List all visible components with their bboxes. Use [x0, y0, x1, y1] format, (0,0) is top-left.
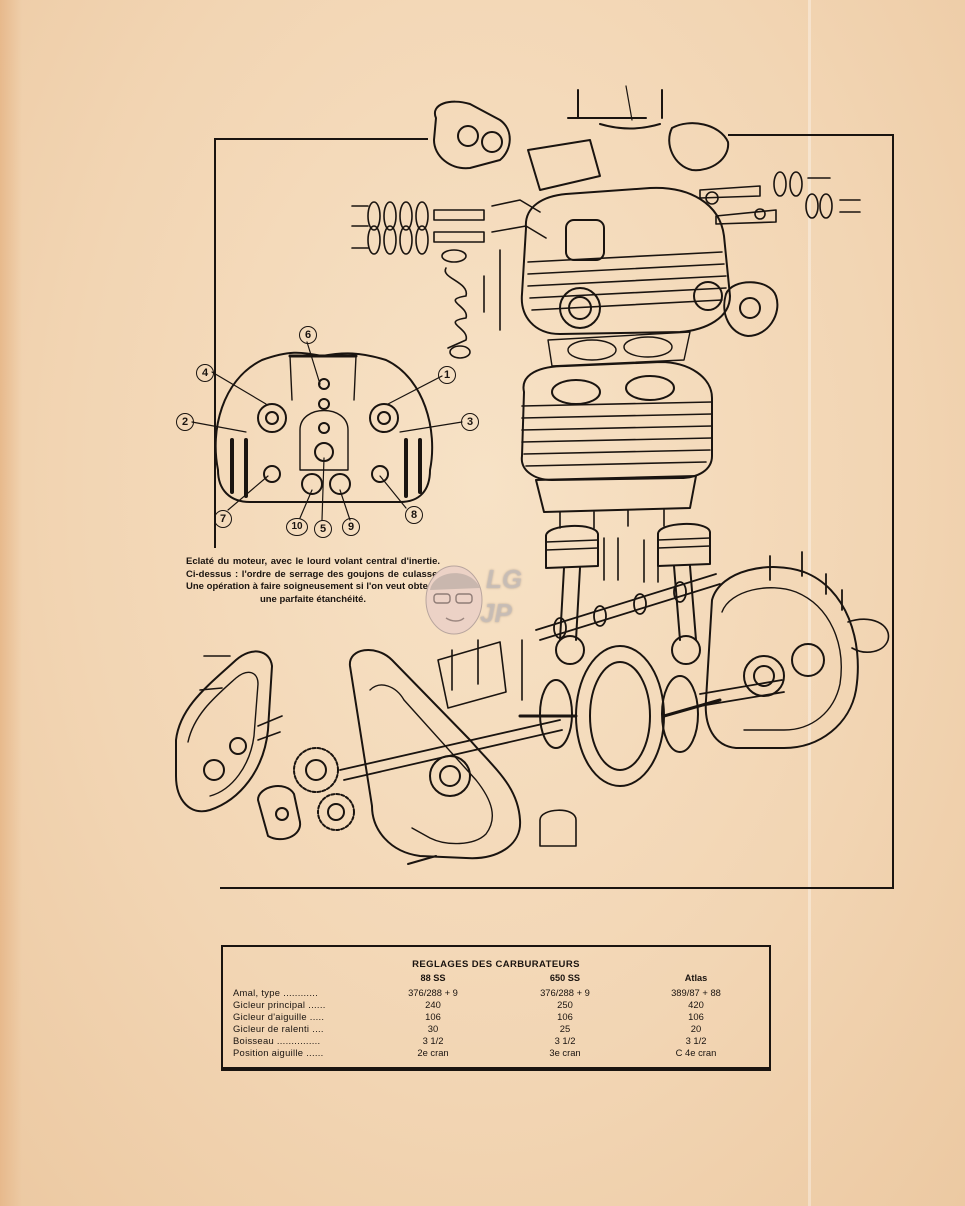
paper-edge	[0, 0, 22, 1206]
cell-atlas: 106	[688, 1011, 704, 1022]
cell-atlas: C 4e cran	[675, 1047, 717, 1058]
crankshaft-flywheel	[518, 645, 785, 787]
column-head-atlas: Atlas	[684, 973, 708, 983]
frame-line-right	[892, 134, 894, 888]
frame-line-bottom	[220, 887, 894, 889]
cell-88ss: 2e cran	[417, 1047, 449, 1058]
cell-atlas: 420	[688, 999, 704, 1010]
cylinder-block	[520, 361, 713, 529]
table-row: Gicleur d'aiguille ..... 106 106 106	[223, 1011, 769, 1023]
figure-caption: Eclaté du moteur, avec le lourd volant c…	[186, 556, 440, 605]
cell-atlas: 20	[690, 1023, 702, 1034]
tightening-number-7: 7	[214, 510, 232, 528]
oil-pump-gears	[257, 747, 437, 865]
timing-cover	[175, 650, 283, 813]
row-label: Gicleur principal ......	[233, 999, 326, 1010]
tightening-number-8: 8	[405, 506, 423, 524]
tightening-number-1: 1	[438, 366, 456, 384]
tightening-number-9: 9	[342, 518, 360, 536]
table-row: Position aiguille ...... 2e cran 3e cran…	[223, 1047, 769, 1059]
tightening-number-3: 3	[461, 413, 479, 431]
row-label: Amal, type ............	[233, 987, 319, 998]
column-head-88ss: 88 SS	[420, 973, 446, 983]
table-row: Gicleur de ralenti .... 30 25 20	[223, 1023, 769, 1035]
watermark-text-lg: LG	[486, 564, 523, 594]
tightening-number-4: 4	[196, 364, 214, 382]
cell-88ss: 30	[427, 1023, 439, 1034]
carburettor-settings-table: REGLAGES DES CARBURATEURS 88 SS 650 SS A…	[221, 945, 771, 1071]
column-head-650ss: 650 SS	[549, 973, 581, 983]
tightening-number-2: 2	[176, 413, 194, 431]
cell-88ss: 240	[425, 999, 441, 1010]
camshaft	[535, 573, 721, 641]
watermark: LG JP	[420, 560, 550, 644]
row-label: Position aiguille ......	[233, 1047, 324, 1058]
leader-lines	[191, 341, 463, 521]
table-title: REGLAGES DES CARBURATEURS	[412, 959, 580, 970]
cell-650ss: 376/288 + 9	[540, 987, 590, 998]
cell-88ss: 3 1/2	[422, 1035, 444, 1046]
crankcase-left	[339, 639, 577, 860]
cell-88ss: 106	[425, 1011, 441, 1022]
cell-atlas: 3 1/2	[685, 1035, 707, 1046]
cell-650ss: 250	[557, 999, 573, 1010]
tightening-number-10: 10	[286, 518, 308, 536]
cell-650ss: 25	[559, 1023, 571, 1034]
pistons-and-rods	[545, 522, 711, 665]
crankcase-right	[704, 551, 890, 749]
cylinder-head-parts	[433, 85, 779, 367]
watermark-portrait-icon	[425, 565, 483, 635]
row-label: Boisseau ...............	[233, 1035, 321, 1046]
rocker-parts-left	[351, 199, 547, 359]
cell-650ss: 106	[557, 1011, 573, 1022]
cell-atlas: 389/87 + 88	[671, 987, 721, 998]
frame-line-left	[214, 138, 216, 548]
cell-650ss: 3 1/2	[554, 1035, 576, 1046]
tightening-number-6: 6	[299, 326, 317, 344]
rocker-parts-right	[699, 171, 861, 225]
cell-88ss: 376/288 + 9	[408, 987, 458, 998]
row-label: Gicleur de ralenti ....	[233, 1023, 324, 1034]
cell-650ss: 3e cran	[549, 1047, 581, 1058]
table-row: Gicleur principal ...... 240 250 420	[223, 999, 769, 1011]
row-label: Gicleur d'aiguille .....	[233, 1011, 325, 1022]
watermark-text-jp: JP	[480, 598, 512, 628]
head-tightening-diagram	[214, 351, 434, 503]
table-row: Boisseau ............... 3 1/2 3 1/2 3 1…	[223, 1035, 769, 1047]
tightening-number-5: 5	[314, 520, 332, 538]
table-row: Amal, type ............ 376/288 + 9 376/…	[223, 987, 769, 999]
paper-fold	[808, 0, 811, 1206]
frame-line-top-left	[214, 138, 428, 140]
frame-line-top-right	[728, 134, 894, 136]
